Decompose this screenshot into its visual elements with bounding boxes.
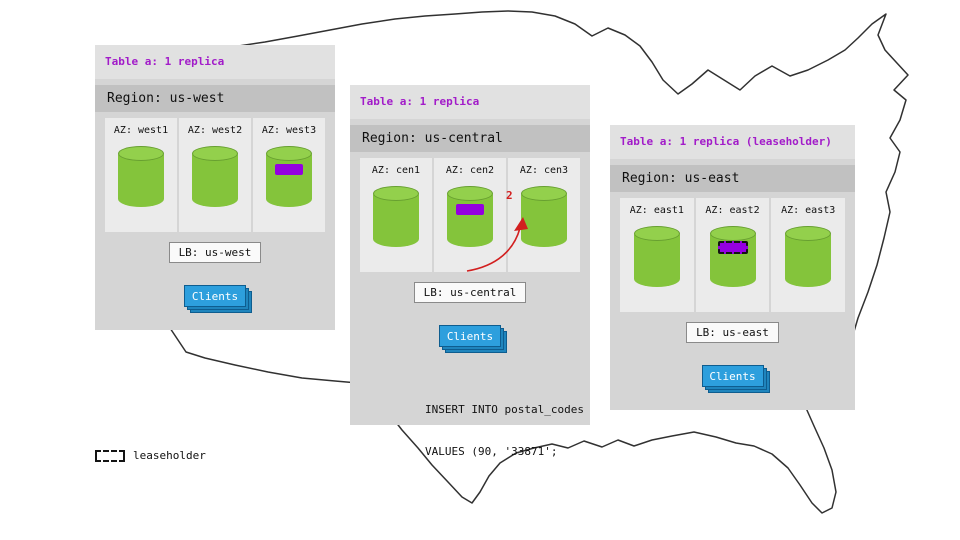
database-cylinder — [709, 226, 756, 287]
az-label: AZ: east1 — [629, 205, 684, 216]
region-header: Region: us-west — [95, 85, 335, 112]
az-label: AZ: cen2 — [445, 165, 495, 176]
az-column-east2: AZ: east2 — [695, 198, 770, 312]
database-cylinder — [373, 186, 419, 247]
legend: leaseholder — [95, 449, 206, 462]
region-header: Region: us-east — [610, 165, 855, 192]
database-cylinder — [192, 146, 238, 207]
replica-marker — [456, 204, 484, 215]
az-column-west1: AZ: west1 — [105, 118, 177, 232]
load-balancer-us-central: LB: us-central — [413, 282, 527, 303]
database-cylinder — [118, 146, 164, 207]
clients-label: Clients — [439, 325, 501, 347]
az-label: AZ: east3 — [781, 205, 836, 216]
az-row: AZ: west1 AZ: west2 AZ: west3 — [105, 118, 325, 232]
clients-node-us-central: Clients — [439, 325, 507, 353]
clients-node-us-east: Clients — [701, 365, 770, 393]
az-column-cen2: AZ: cen2 — [434, 158, 506, 272]
region-header: Region: us-central — [350, 125, 590, 152]
clients-label: Clients — [701, 365, 764, 387]
region-panel-us-east: Table a: 1 replica (leaseholder) Region:… — [610, 125, 855, 410]
az-label: AZ: cen1 — [371, 165, 421, 176]
step-number-label: 2 — [506, 189, 513, 202]
az-label: AZ: west1 — [113, 125, 169, 136]
database-cylinder — [266, 146, 312, 207]
az-column-cen1: AZ: cen1 — [360, 158, 432, 272]
database-cylinder — [785, 226, 832, 287]
az-column-west3: AZ: west3 — [253, 118, 325, 232]
legend-label: leaseholder — [133, 449, 206, 462]
clients-label: Clients — [184, 285, 246, 307]
database-cylinder — [447, 186, 493, 247]
az-label: AZ: cen3 — [519, 165, 569, 176]
az-row: AZ: east1 AZ: east2 AZ: east3 — [620, 198, 846, 312]
az-row: AZ: cen1 AZ: cen2 AZ: cen3 — [360, 158, 580, 272]
leaseholder-swatch-icon — [95, 449, 125, 462]
az-column-east1: AZ: east1 — [620, 198, 694, 312]
az-column-east3: AZ: east3 — [771, 198, 846, 312]
database-cylinder — [521, 186, 567, 247]
az-label: AZ: east2 — [705, 205, 760, 216]
az-column-west2: AZ: west2 — [179, 118, 251, 232]
az-label: AZ: west2 — [187, 125, 243, 136]
leaseholder-replica-marker — [717, 241, 748, 254]
clients-node-us-west: Clients — [184, 285, 252, 313]
table-title: Table a: 1 replica — [95, 45, 335, 79]
load-balancer-us-east: LB: us-east — [686, 322, 779, 343]
sql-line-2: VALUES (90, '33871'; — [425, 445, 558, 458]
table-title: Table a: 1 replica (leaseholder) — [610, 125, 855, 159]
az-label: AZ: west3 — [261, 125, 317, 136]
sql-note: INSERT INTO postal_codes VALUES (90, '33… — [425, 375, 584, 487]
region-panel-us-central: Table a: 1 replica Region: us-central AZ… — [350, 85, 590, 458]
az-column-cen3: AZ: cen3 — [508, 158, 580, 272]
region-panel-us-west: Table a: 1 replica Region: us-west AZ: w… — [95, 45, 335, 330]
load-balancer-us-west: LB: us-west — [168, 242, 262, 263]
replica-marker — [275, 164, 303, 175]
sql-line-1: INSERT INTO postal_codes — [425, 403, 584, 416]
table-title: Table a: 1 replica — [350, 85, 590, 119]
database-cylinder — [633, 226, 680, 287]
